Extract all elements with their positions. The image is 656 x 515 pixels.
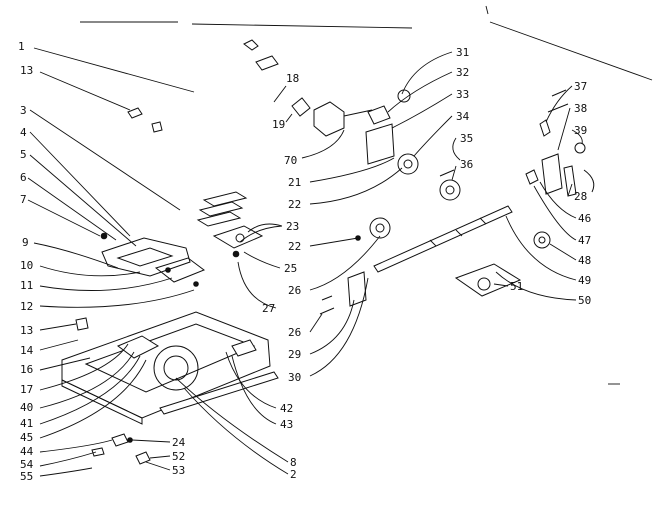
callout-3: 3 (20, 104, 27, 117)
callout-49: 49 (578, 274, 591, 287)
callout-29: 29 (288, 348, 301, 361)
callout-37: 37 (574, 80, 587, 93)
header-rules (80, 5, 653, 385)
callout-22-upper: 22 (288, 198, 301, 211)
callout-9: 9 (22, 236, 29, 249)
callout-4: 4 (20, 126, 27, 139)
callout-26-lower: 26 (288, 326, 301, 339)
callout-55: 55 (20, 470, 33, 483)
callout-28: 28 (574, 190, 587, 203)
callout-8: 8 (290, 456, 297, 469)
callout-43: 43 (280, 418, 293, 431)
leader-lines (27, 47, 583, 477)
callout-48: 48 (578, 254, 591, 267)
callout-45: 45 (20, 431, 33, 444)
callout-38: 38 (574, 102, 587, 115)
callout-53: 53 (172, 464, 185, 477)
callout-6: 6 (20, 171, 27, 184)
callout-70: 70 (284, 154, 297, 167)
callout-46: 46 (578, 212, 591, 225)
callout-36: 36 (460, 158, 473, 171)
callout-22-lower: 22 (288, 240, 301, 253)
callout-14: 14 (20, 344, 34, 357)
callout-12: 12 (20, 300, 33, 313)
callout-25: 25 (284, 262, 297, 275)
callout-39: 39 (574, 124, 587, 137)
callout-31: 31 (456, 46, 469, 59)
callout-1: 1 (18, 40, 25, 53)
callout-7: 7 (20, 193, 27, 206)
callout-26-upper: 26 (288, 284, 301, 297)
callout-44: 44 (20, 445, 34, 458)
callout-27: 27 (262, 302, 275, 315)
callout-50: 50 (578, 294, 591, 307)
callout-33: 33 (456, 88, 469, 101)
callout-54: 54 (20, 458, 34, 471)
callout-34: 34 (456, 110, 470, 123)
callout-17: 17 (20, 383, 33, 396)
callout-51: 51 (510, 280, 523, 293)
callout-13-lower: 13 (20, 324, 33, 337)
callout-47: 47 (578, 234, 591, 247)
callout-11: 11 (20, 279, 33, 292)
callout-19: 19 (272, 118, 285, 131)
callout-40: 40 (20, 401, 33, 414)
callout-42: 42 (280, 402, 293, 415)
callout-18: 18 (286, 72, 299, 85)
callout-24: 24 (172, 436, 186, 449)
callout-16: 16 (20, 363, 33, 376)
callout-2: 2 (290, 468, 297, 481)
callout-30: 30 (288, 371, 301, 384)
callout-35: 35 (460, 132, 473, 145)
callout-41: 41 (20, 417, 33, 430)
callout-21: 21 (288, 176, 301, 189)
callout-32: 32 (456, 66, 469, 79)
callout-23: 23 (286, 220, 299, 233)
callout-13-top: 13 (20, 64, 33, 77)
callout-5: 5 (20, 148, 27, 161)
callout-52: 52 (172, 450, 185, 463)
parts-drawing (61, 39, 595, 465)
callout-numbers: 1 13 3 4 5 6 7 9 10 11 12 13 14 16 17 40… (18, 40, 591, 483)
callout-10: 10 (20, 259, 33, 272)
